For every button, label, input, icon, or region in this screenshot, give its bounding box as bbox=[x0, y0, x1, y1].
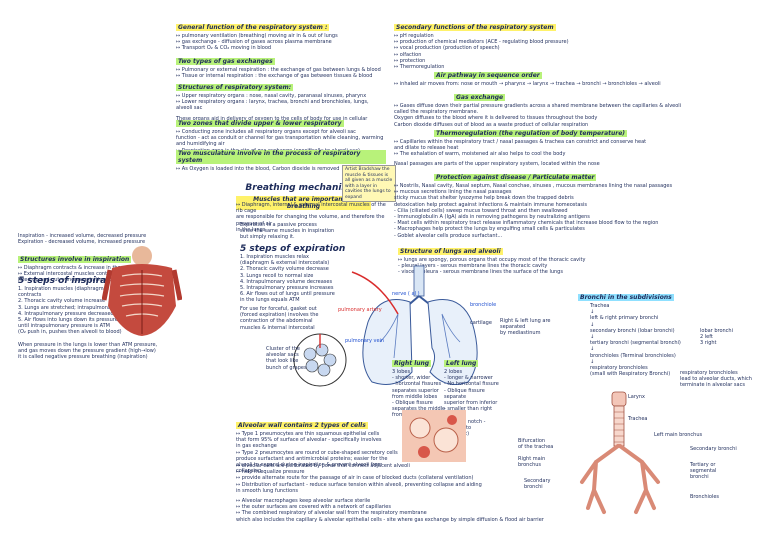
secondary-functions-heading: Secondary functions of the respiratory s… bbox=[394, 24, 556, 31]
structures-text: ↦ Upper respiratory organs : nose, nasal… bbox=[176, 93, 369, 112]
label-trachea: Trachea bbox=[628, 416, 648, 422]
general-function-section: General function of the respiratory syst… bbox=[176, 14, 376, 52]
label-bronchioles: Bronchioles bbox=[690, 494, 720, 500]
bronchi-heading: Bronchi in the subdivisions bbox=[578, 294, 674, 301]
secondary-functions-section: Secondary functions of the respiratory s… bbox=[394, 14, 614, 70]
label-bifurcation: Bifurcation of the trachea bbox=[518, 438, 554, 451]
alveoli-cluster-diagram bbox=[290, 330, 350, 390]
breathing-heading: Breathing mechanisms bbox=[245, 183, 362, 193]
lobar-bronchi-note: lobar bronchi 2 left 3 right bbox=[700, 328, 733, 347]
thermoregulation-heading: Thermoregulation (the regulation of body… bbox=[434, 130, 628, 137]
two-types-heading: Two types of gas exchanges bbox=[176, 58, 275, 65]
sticky-note: Artist Bradshaw the muscle & tissues is … bbox=[342, 165, 396, 202]
alveolar-bottom-text: ↦ Alveolar macrophages keep alveolar sur… bbox=[236, 498, 544, 523]
five-steps-expiration-section: 5 steps of expiration 1. Inspiration mus… bbox=[240, 244, 355, 304]
two-types-text: ↦ Pulmonary or external respiration : th… bbox=[176, 67, 381, 80]
right-lung-block: Right lung 3 lobes - shorter, wider - ho… bbox=[392, 350, 447, 419]
alveoli-cluster-label: Cluster of the alveolar sacs that look l… bbox=[266, 346, 307, 371]
secondary-functions-text: ↦ pH regulation ↦ production of chemical… bbox=[394, 33, 569, 71]
muscles-section: Two musculature involve in the process o… bbox=[176, 147, 386, 172]
expiration-intro: Expiration is a passive process since th… bbox=[240, 222, 335, 241]
lungs-text: ↦ lungs are spongy, porous organs that o… bbox=[398, 257, 586, 276]
breathing-subheading: Muscles that are important in breathing bbox=[236, 196, 371, 210]
label-right-main-bronchus: Right main bronchus bbox=[518, 456, 546, 469]
insp-exp-summary: Inspiration - increased volume, decrease… bbox=[18, 233, 147, 246]
protection-heading: Protection against disease / Particulate… bbox=[434, 174, 597, 181]
thermoregulation-section: Thermoregulation (the regulation of body… bbox=[394, 120, 759, 167]
breathing-section: Breathing mechanisms Muscles that are im… bbox=[236, 183, 371, 212]
air-pathway-heading: Air pathway in sequence order bbox=[434, 72, 542, 79]
gas-exchange-section: Gas exchange ↦ Gases diffuse down their … bbox=[394, 84, 759, 128]
alveolar-wall-section: Alveolar wall contains 2 types of cells … bbox=[236, 412, 406, 474]
label-pulmonary-vein: pulmonary vein bbox=[345, 338, 385, 344]
air-pathway-section: Air pathway in sequence order ↦ inhaled … bbox=[394, 62, 754, 87]
label-nerve: nerve ( aI ) bbox=[392, 291, 420, 297]
alveolar-wall-heading: Alveolar wall contains 2 types of cells bbox=[236, 422, 368, 429]
protection-bullets: ↦ mucous secretions lining the nasal pas… bbox=[394, 189, 659, 239]
right-left-separation-note: Right & left lung are separated by media… bbox=[500, 318, 551, 337]
respiratory-bronchioles-note: respiratory bronchioles lead to alveolar… bbox=[680, 370, 752, 389]
lungs-heading: Structure of lungs and alveoli bbox=[398, 248, 503, 255]
alveolar-wall-text: ↦ Type 1 pneumocytes are thin squamous e… bbox=[236, 431, 398, 475]
label-left-main-bronchus: Left main bronchus bbox=[654, 432, 703, 438]
label-cartilage: cartilage bbox=[470, 320, 492, 326]
bronchi-text: Trachea ↓ left & right primary bronchi ↓… bbox=[590, 303, 681, 378]
bronchi-section: Bronchi in the subdivisions Trachea ↓ le… bbox=[570, 284, 765, 377]
protection-text: ↦ Nostrils, Nasal cavity, Nasal septum, … bbox=[394, 183, 673, 189]
thermoregulation-note: Nasal passages are parts of the upper re… bbox=[394, 160, 600, 167]
gas-exchange-heading: Gas exchange bbox=[454, 94, 506, 101]
label-secondary-bronchi: Secondary bronchi bbox=[690, 446, 737, 452]
alveolar-pores-text: ↦ alveolar cells are perforated by pores… bbox=[236, 463, 482, 494]
muscles-text: ↦ As Oxygen is loaded into the blood, Ca… bbox=[176, 166, 340, 172]
five-steps-inspiration-heading: 5 steps of inspiration bbox=[18, 276, 127, 286]
gas-exchange-text: ↦ Gases diffuse down their partial press… bbox=[394, 103, 682, 128]
label-bronchiole: bronchiole bbox=[470, 302, 497, 308]
structures-inspiration-heading: Structures involve in inspiration bbox=[18, 256, 132, 263]
general-function-text: ↦ pulmonary ventilation (breathing) movi… bbox=[176, 33, 338, 52]
bronchial-tree-diagram bbox=[560, 390, 680, 518]
thermoregulation-text: ↦ Capillaries within the respiratory tra… bbox=[394, 139, 647, 158]
general-function-heading: General function of the respiratory syst… bbox=[176, 24, 330, 31]
torso-muscle-illustration bbox=[101, 246, 183, 338]
label-tertiary-bronchi: Tertiary or segmental bronchi bbox=[690, 462, 717, 481]
zones-heading: Two zones that divide upper & lower resp… bbox=[176, 120, 344, 127]
five-steps-expiration-heading: 5 steps of expiration bbox=[240, 244, 346, 254]
muscles-heading: Two musculature involve in the process o… bbox=[176, 150, 386, 164]
label-secondary-bronchi-left: Secondary bronchi bbox=[524, 478, 551, 491]
negative-pressure-note: When pressure in the lungs is lower than… bbox=[18, 342, 158, 361]
right-lung-heading: Right lung bbox=[392, 360, 432, 367]
structures-section: Structures of respiratory system: ↦ Uppe… bbox=[176, 74, 386, 128]
protection-section: Protection against disease / Particulate… bbox=[394, 164, 759, 239]
forced-expiration-text: For use for forceful, gasket out (forced… bbox=[240, 306, 319, 331]
five-steps-expiration-text: 1. Inspiration muscles relax (diaphragm … bbox=[240, 254, 335, 304]
lungs-section: Structure of lungs and alveoli ↦ lungs a… bbox=[398, 238, 618, 276]
two-types-section: Two types of gas exchanges ↦ Pulmonary o… bbox=[176, 48, 386, 79]
breathing-text: ↦ Diaphragm, internal & external interco… bbox=[236, 202, 386, 233]
label-larynx: Larynx bbox=[628, 394, 645, 400]
alveolar-cells-illustration bbox=[402, 410, 466, 462]
structures-heading: Structures of respiratory system: bbox=[176, 84, 294, 91]
label-pulmonary-artery: pulmonary artery bbox=[338, 307, 382, 313]
left-lung-heading: Left lung bbox=[444, 360, 479, 367]
air-pathway-text: ↦ inhaled air moves from: nose or mouth … bbox=[394, 81, 661, 87]
